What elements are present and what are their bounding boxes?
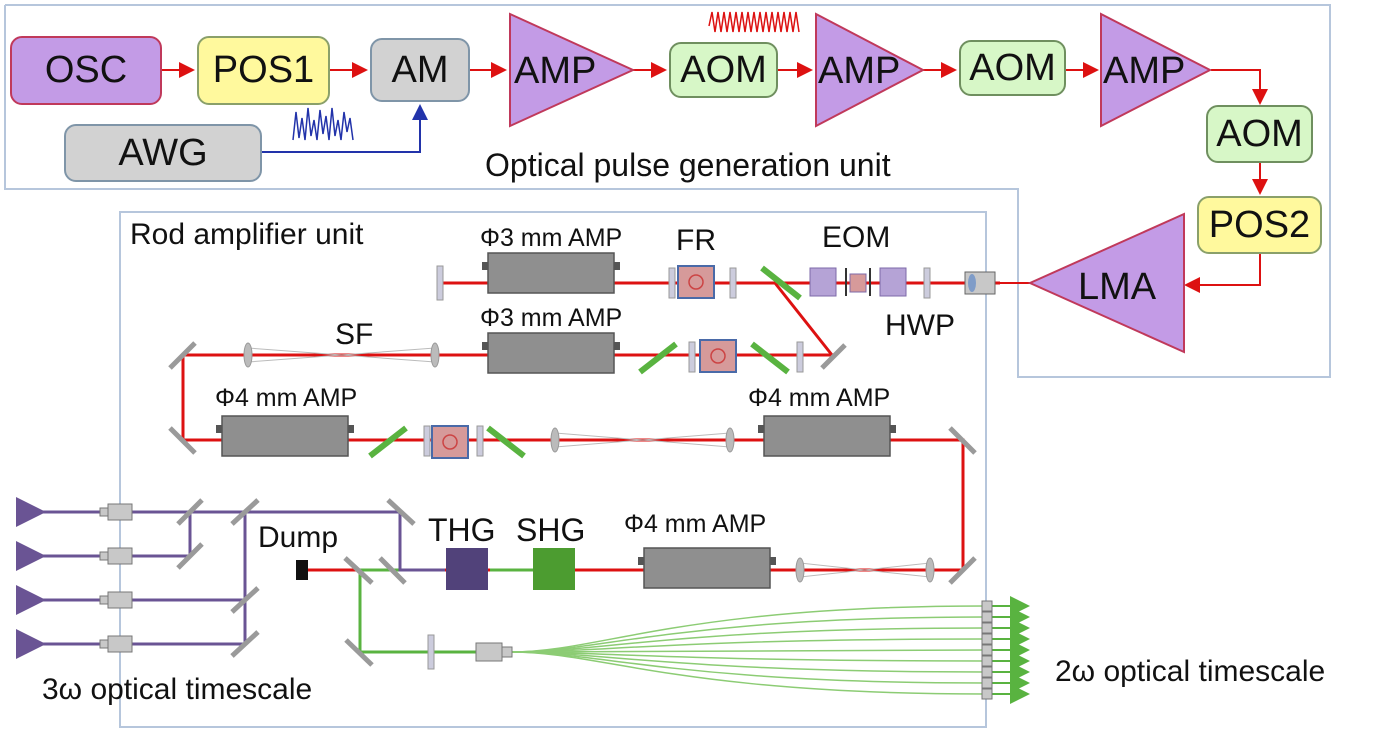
fr-label: FR bbox=[676, 224, 716, 257]
thg-label: THG bbox=[428, 512, 496, 548]
mirrors bbox=[168, 341, 977, 667]
eom-assembly bbox=[809, 267, 907, 297]
spatial-filters bbox=[247, 347, 931, 578]
shg-crystal bbox=[533, 548, 575, 590]
amp3-label-top: Φ3 mm AMP bbox=[480, 224, 623, 252]
aom-block-1: AOM bbox=[669, 42, 778, 98]
aom-block-2: AOM bbox=[959, 40, 1066, 96]
amp4-label-left: Φ4 mm AMP bbox=[215, 384, 358, 412]
amp3-label-mid: Φ3 mm AMP bbox=[480, 304, 623, 332]
amp-label-1: AMP bbox=[514, 50, 597, 92]
amp4-label-bottom: Φ4 mm AMP bbox=[624, 510, 767, 538]
fiber-fan bbox=[511, 605, 986, 695]
pulse-unit-border bbox=[4, 4, 1331, 378]
aom-block-3: AOM bbox=[1206, 105, 1313, 163]
fiber-connectors bbox=[981, 600, 993, 700]
awg-link bbox=[262, 104, 428, 153]
am-label: AM bbox=[391, 48, 449, 91]
awg-label: AWG bbox=[118, 131, 208, 174]
rod-unit-border bbox=[119, 211, 987, 728]
amp-label-3: AMP bbox=[1103, 50, 1186, 92]
faraday-rotators bbox=[431, 265, 737, 459]
amp-label-2: AMP bbox=[818, 50, 901, 92]
fiber-outputs bbox=[990, 596, 1030, 704]
pulse-unit-label: Optical pulse generation unit bbox=[485, 147, 891, 183]
second-harmonic-output-label: 2ω optical timescale bbox=[1055, 655, 1326, 688]
rod-amplifiers bbox=[221, 252, 891, 589]
pulse-links bbox=[162, 62, 1268, 293]
aom-label-2: AOM bbox=[969, 46, 1056, 89]
uv-couplers bbox=[99, 503, 133, 653]
pos1-label: POS1 bbox=[212, 49, 315, 91]
rotator-circle-icons bbox=[442, 274, 726, 450]
osc-label: OSC bbox=[44, 49, 128, 91]
red-pulse-train-icon bbox=[708, 11, 800, 33]
amp4-label-right: Φ4 mm AMP bbox=[748, 384, 891, 412]
spatial-filter-lenses bbox=[243, 342, 935, 583]
blue-waveform-icon bbox=[292, 107, 354, 141]
osc-block: OSC bbox=[10, 36, 162, 105]
waveplates bbox=[423, 265, 931, 670]
pos2-label: POS2 bbox=[1208, 203, 1311, 246]
dump-label: Dump bbox=[258, 521, 339, 554]
third-harmonic-output-label: 3ω optical timescale bbox=[42, 673, 313, 706]
uv-beam-path bbox=[40, 510, 445, 646]
rod-unit-label: Rod amplifier unit bbox=[130, 218, 364, 251]
awg-block: AWG bbox=[64, 124, 262, 182]
rod-end-caps bbox=[216, 262, 896, 565]
eom-label: EOM bbox=[822, 221, 891, 254]
sf-label: SF bbox=[335, 318, 374, 351]
thg-crystal bbox=[446, 548, 488, 590]
collimator-lens bbox=[968, 274, 976, 292]
lma-label: LMA bbox=[1078, 266, 1157, 308]
pos2-block: POS2 bbox=[1197, 196, 1322, 254]
beam-dump bbox=[296, 560, 308, 580]
pos1-block: POS1 bbox=[197, 36, 330, 105]
aom-label-1: AOM bbox=[680, 48, 767, 91]
hwp-label: HWP bbox=[885, 309, 955, 342]
am-block: AM bbox=[370, 38, 470, 102]
amp-triangles bbox=[509, 12, 1213, 354]
polarizers bbox=[368, 265, 802, 459]
aom-label-3: AOM bbox=[1216, 112, 1303, 155]
shg-label: SHG bbox=[516, 512, 586, 548]
uv-output-arrows bbox=[15, 497, 46, 659]
green-coupler bbox=[475, 642, 513, 662]
